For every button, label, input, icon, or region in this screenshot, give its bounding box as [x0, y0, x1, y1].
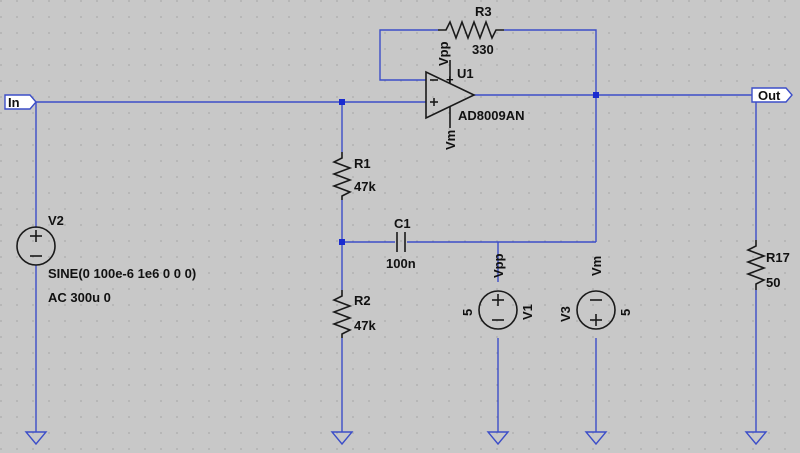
u1-plus-sign: +: [446, 72, 454, 87]
r1-ref: R1: [354, 156, 371, 171]
capacitor-c1[interactable]: C1 100n: [386, 216, 416, 271]
v1-net-label: Vpp: [491, 253, 506, 278]
junction-dot: [339, 99, 345, 105]
v3-value: 5: [618, 309, 633, 316]
ground-symbol: [24, 431, 48, 446]
r17-ref: R17: [766, 250, 790, 265]
c1-value: 100n: [386, 256, 416, 271]
source-v3[interactable]: Vm V3 5: [558, 256, 633, 330]
r17-value: 50: [766, 275, 780, 290]
port-out-label: Out: [758, 88, 781, 103]
v2-sine-spec: SINE(0 100e-6 1e6 0 0 0): [48, 266, 196, 281]
v2-ref: V2: [48, 213, 64, 228]
u1-model: AD8009AN: [458, 108, 524, 123]
u1-pin-vpp: Vpp: [436, 41, 451, 66]
junction-dot: [339, 239, 345, 245]
c1-ref: C1: [394, 216, 411, 231]
port-out[interactable]: Out: [751, 87, 793, 103]
v1-value: 5: [460, 309, 475, 316]
resistor-r1[interactable]: R1 47k: [331, 152, 376, 200]
ground-symbol: [584, 431, 608, 446]
wires: [35, 29, 757, 432]
r1-value: 47k: [354, 179, 376, 194]
source-v2[interactable]: V2 SINE(0 100e-6 1e6 0 0 0) AC 300u 0: [16, 213, 196, 305]
junction-dot: [593, 92, 599, 98]
u1-pin-vm: Vm: [443, 130, 458, 150]
source-v1[interactable]: Vpp 5 V1: [460, 253, 535, 330]
opamp-u1[interactable]: U1 AD8009AN Vpp Vm +: [425, 41, 524, 150]
ground-symbol: [744, 431, 768, 446]
resistor-r17[interactable]: R17 50: [745, 240, 790, 290]
r3-value: 330: [472, 42, 494, 57]
v3-ref: V3: [558, 306, 573, 322]
v1-ref: V1: [520, 304, 535, 320]
v2-ac-spec: AC 300u 0: [48, 290, 111, 305]
r2-ref: R2: [354, 293, 371, 308]
ground-symbol: [486, 431, 510, 446]
ground-symbol: [330, 431, 354, 446]
r2-value: 47k: [354, 318, 376, 333]
resistor-r2[interactable]: R2 47k: [331, 290, 376, 338]
port-in[interactable]: In: [4, 94, 37, 110]
r3-ref: R3: [475, 4, 492, 19]
port-in-label: In: [8, 95, 20, 110]
resistor-r3[interactable]: R3 330: [438, 4, 504, 57]
u1-ref: U1: [457, 66, 474, 81]
v3-net-label: Vm: [589, 256, 604, 276]
